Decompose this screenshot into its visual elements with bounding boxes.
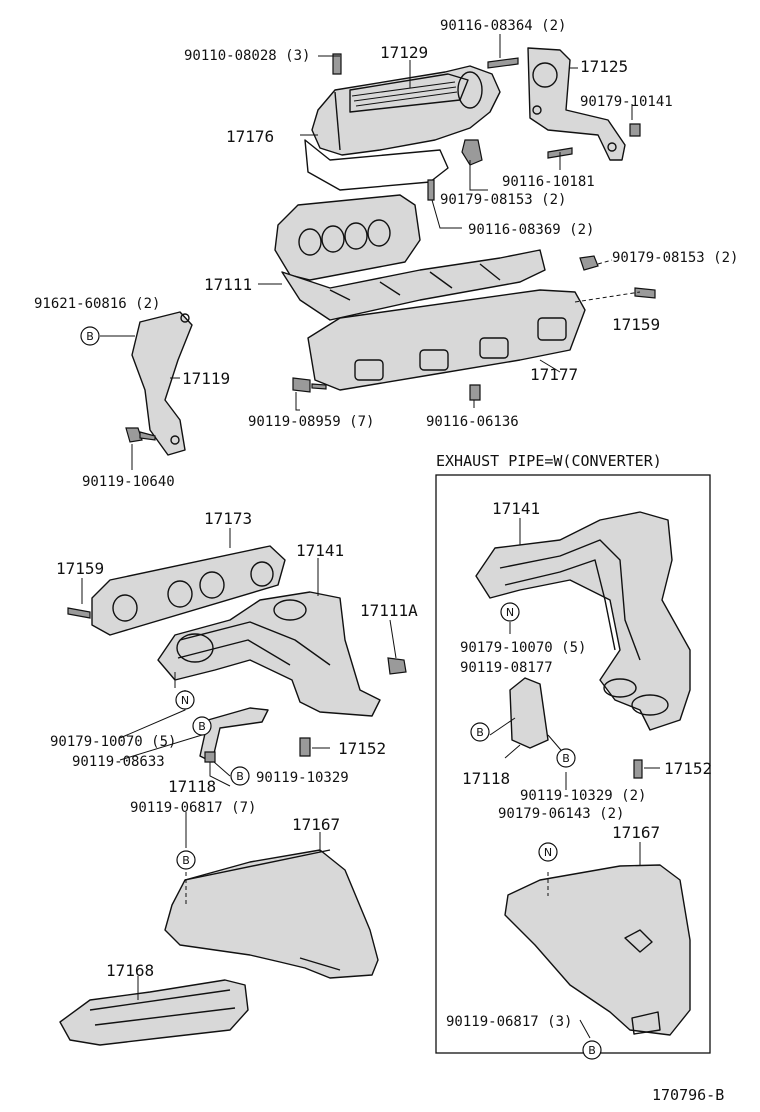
exhaust-pipe-converter-title: EXHAUST PIPE=W(CONVERTER) — [436, 452, 662, 470]
heat-insulator-17167-converter — [504, 864, 691, 1036]
label-91621-60816: 91621-60816 (2) — [34, 296, 160, 312]
badge-b-06817-converter: B — [582, 1040, 602, 1060]
label-17119: 17119 — [182, 369, 230, 388]
label-90119-06817-converter: 90119-06817 (3) — [446, 1014, 572, 1030]
label-17152-a: 17152 — [338, 739, 386, 758]
svg-text:B: B — [198, 720, 206, 733]
svg-text:N: N — [181, 694, 189, 707]
label-90116-06136: 90116-06136 — [426, 414, 519, 430]
top-fasteners — [125, 53, 656, 443]
exhaust-manifold-17141-converter — [475, 511, 691, 731]
label-17152-b: 17152 — [664, 759, 712, 778]
svg-text:N: N — [506, 606, 514, 619]
label-90116-08369: 90116-08369 (2) — [468, 222, 594, 238]
part-labels: 90110-08028 (3) 17129 90116-08364 (2) 17… — [34, 18, 738, 1104]
label-90179-08153-b: 90179-08153 (2) — [612, 250, 738, 266]
label-90116-10181: 90116-10181 — [502, 174, 595, 190]
bracket-17125 — [527, 47, 626, 161]
label-90119-08633: 90119-08633 — [72, 754, 165, 770]
label-17167-b: 17167 — [612, 823, 660, 842]
label-17125: 17125 — [580, 57, 628, 76]
svg-text:B: B — [588, 1044, 596, 1057]
stay-17118-converter — [509, 677, 549, 749]
manifold-gasket-17173 — [91, 545, 286, 636]
label-90179-10141: 90179-10141 — [580, 94, 673, 110]
label-17159-a: 17159 — [612, 315, 660, 334]
label-17111A: 17111A — [360, 601, 418, 620]
label-17111: 17111 — [204, 275, 252, 294]
badge-b-06817-left: B — [176, 850, 196, 870]
svg-text:N: N — [544, 846, 552, 859]
label-17168: 17168 — [106, 961, 154, 980]
svg-text:B: B — [562, 752, 570, 765]
badge-n-converter: N — [500, 602, 520, 622]
heat-insulator-17168 — [59, 979, 249, 1046]
label-90179-06143: 90179-06143 (2) — [498, 806, 624, 822]
label-17129: 17129 — [380, 43, 428, 62]
manifold-gasket-17177 — [307, 289, 586, 391]
top-leader-lines — [100, 34, 641, 470]
label-90179-10070-converter: 90179-10070 (5) — [460, 640, 586, 656]
label-17141-a: 17141 — [296, 541, 344, 560]
label-17177: 17177 — [530, 365, 578, 384]
badge-b-08177: B — [470, 722, 490, 742]
label-90119-08177: 90119-08177 — [460, 660, 553, 676]
heat-insulator-17167-left — [164, 849, 379, 979]
label-17159-b: 17159 — [56, 559, 104, 578]
label-90119-06817-left: 90119-06817 (7) — [130, 800, 256, 816]
label-17176: 17176 — [226, 127, 274, 146]
label-17118-a: 17118 — [168, 777, 216, 796]
label-90119-10329-converter: 90119-10329 (2) — [520, 788, 646, 804]
manifold-stay-17119 — [131, 311, 193, 456]
label-17173: 17173 — [204, 509, 252, 528]
svg-text:B: B — [476, 726, 484, 739]
exhaust-manifold-17141-left — [157, 591, 407, 717]
svg-text:B: B — [182, 854, 190, 867]
diagram-code: 170796-B — [652, 1086, 724, 1104]
label-17141-b: 17141 — [492, 499, 540, 518]
bottom-left-fasteners — [67, 607, 311, 763]
badge-n-06143: N — [538, 842, 558, 862]
badge-b-10329-left: B — [230, 766, 250, 786]
badge-b-91621: B — [80, 326, 100, 346]
label-90119-08959: 90119-08959 (7) — [248, 414, 374, 430]
badge-n-left: N — [175, 690, 195, 710]
svg-text:B: B — [236, 770, 244, 783]
exhaust-manifold-17111 — [274, 194, 546, 321]
svg-text:B: B — [86, 330, 94, 343]
label-90179-08153-a: 90179-08153 (2) — [440, 192, 566, 208]
label-90179-10070-left: 90179-10070 (5) — [50, 734, 176, 750]
converter-variant-frame — [435, 474, 711, 1054]
label-90119-10640: 90119-10640 — [82, 474, 175, 490]
label-17118-b: 17118 — [462, 769, 510, 788]
converter-fasteners — [633, 759, 643, 779]
label-90119-10329-left: 90119-10329 — [256, 770, 349, 786]
label-90116-08364: 90116-08364 (2) — [440, 18, 566, 34]
badge-b-10329-converter: B — [556, 748, 576, 768]
badge-b-08633: B — [192, 716, 212, 736]
label-17167-a: 17167 — [292, 815, 340, 834]
heat-insulator-cover-17129 — [304, 65, 501, 191]
label-90110-08028: 90110-08028 (3) — [184, 48, 310, 64]
